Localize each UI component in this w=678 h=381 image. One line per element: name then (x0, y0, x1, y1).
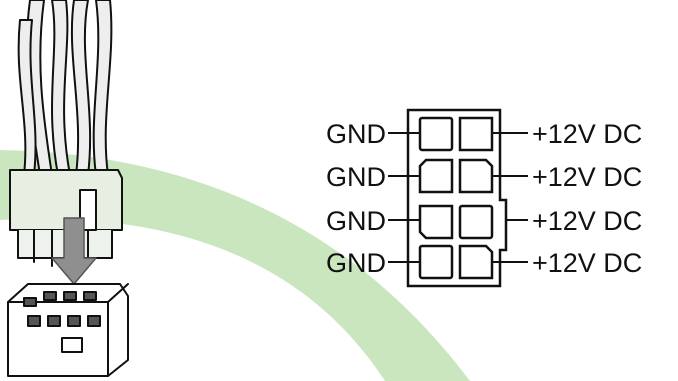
pin-label-12v-4: +12V DC (532, 248, 642, 278)
socket-icon (7, 283, 129, 377)
pin-label-gnd-4: GND (326, 248, 386, 278)
pin-label-12v-2: +12V DC (532, 162, 642, 192)
pinout-pins (418, 116, 494, 280)
connector-illustration (7, 0, 129, 377)
arrow-down-icon (51, 217, 97, 285)
pin-label-gnd-2: GND (326, 162, 386, 192)
pinout-leader-lines (388, 132, 528, 263)
pin-label-gnd-1: GND (326, 119, 386, 149)
pin-label-gnd-3: GND (326, 206, 386, 236)
pin-label-12v-3: +12V DC (532, 206, 642, 236)
pin-label-12v-1: +12V DC (532, 119, 642, 149)
cable-wires (17, 0, 113, 176)
pinout-diagram: GND GND GND GND +12V DC +12V DC +12V DC … (326, 108, 642, 288)
pinout-connector-outline (406, 108, 508, 288)
